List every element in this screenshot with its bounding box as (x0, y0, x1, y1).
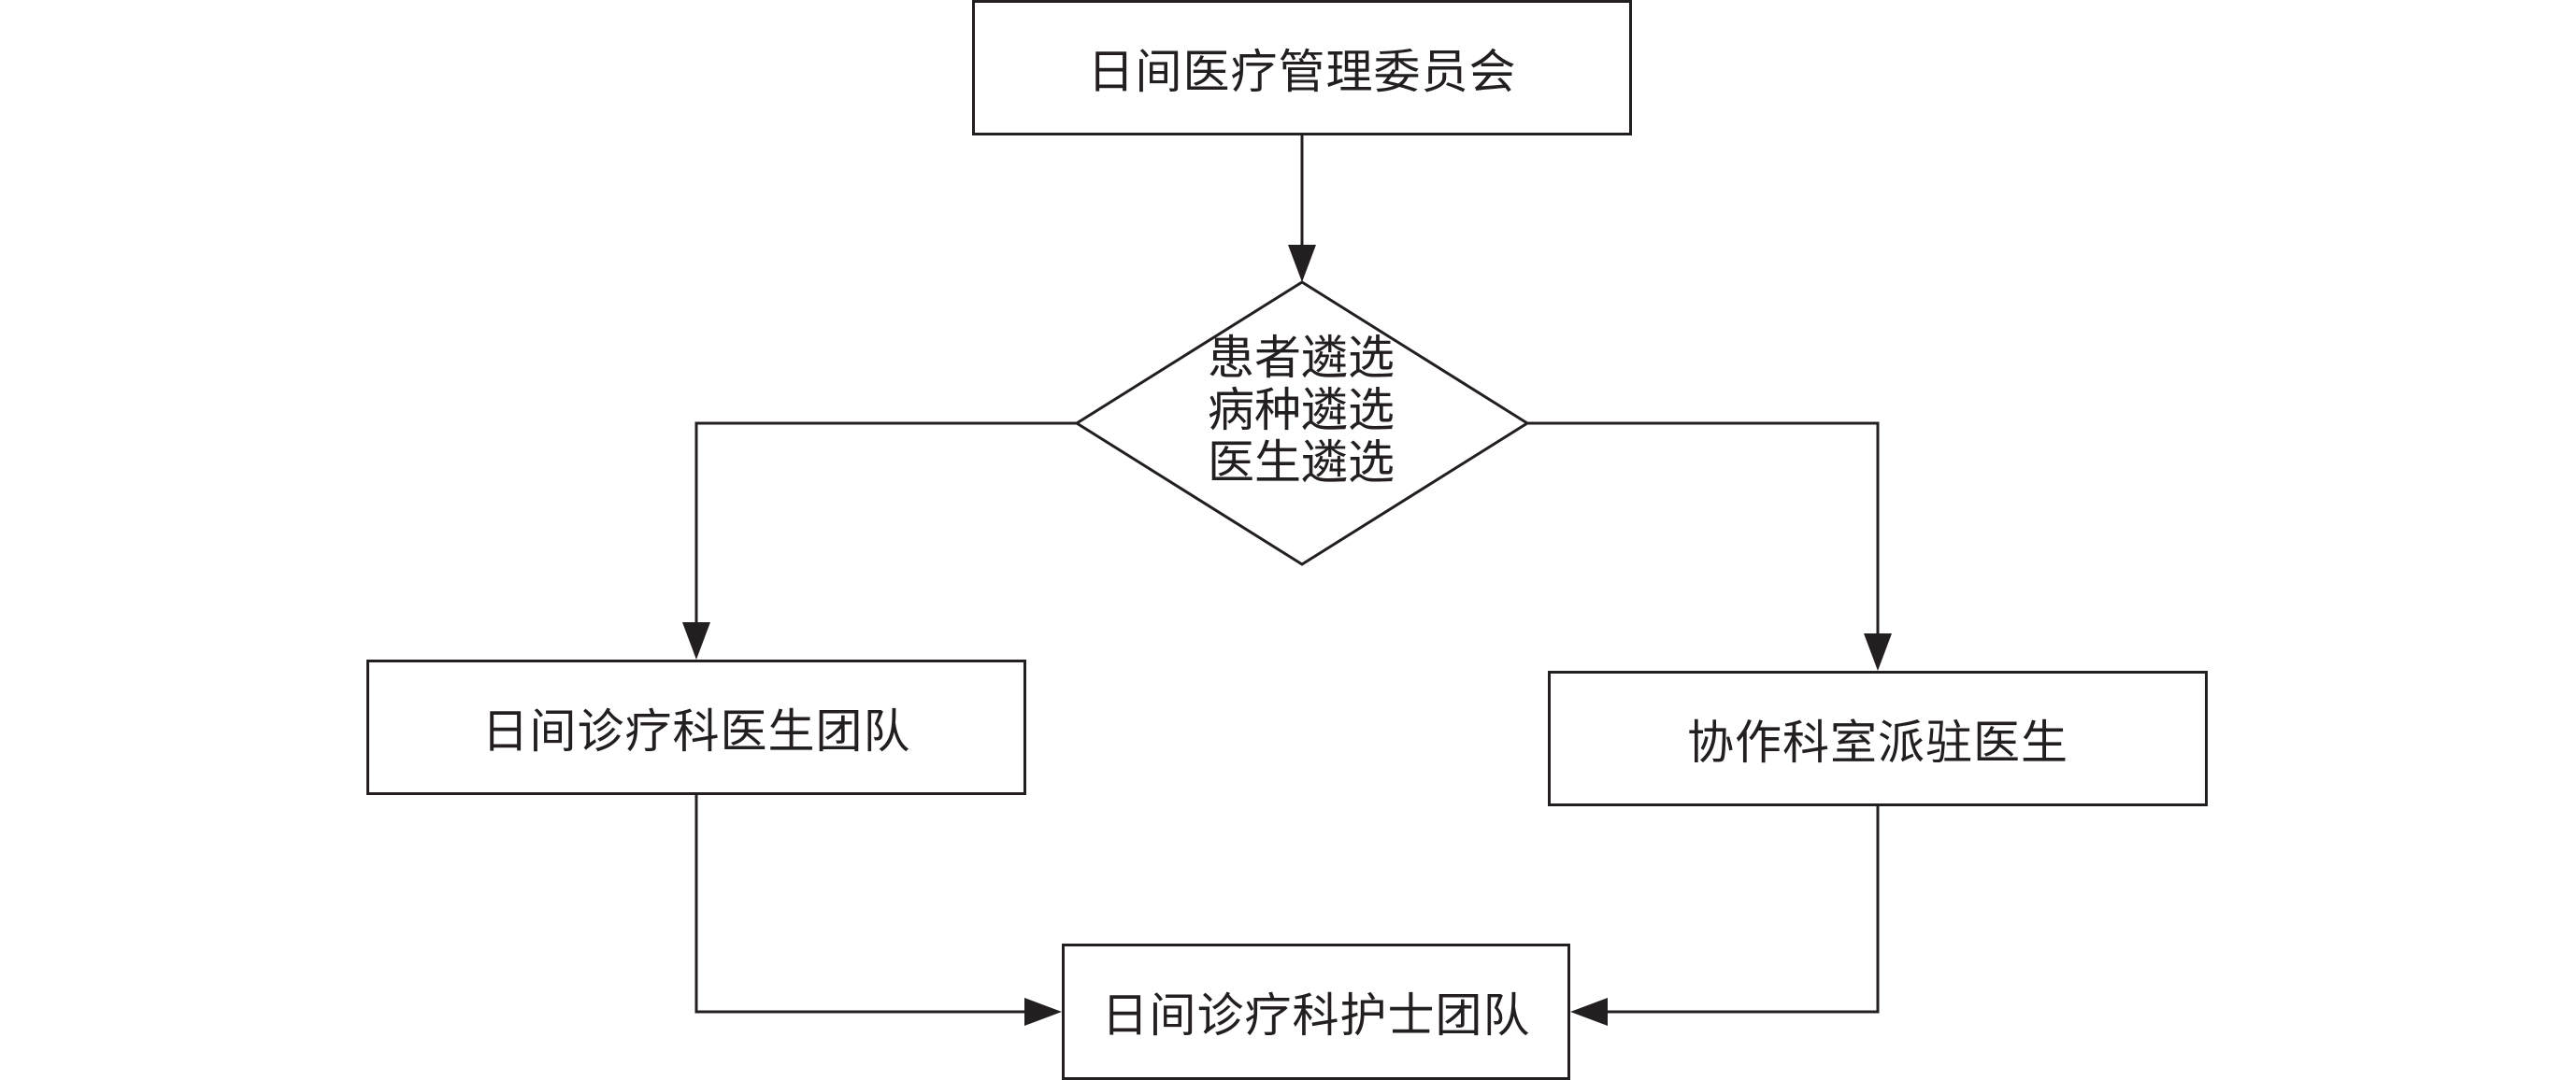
node-bottom-label: 日间诊疗科护士团队 (1101, 988, 1531, 1043)
node-top-label: 日间医疗管理委员会 (1087, 44, 1517, 99)
connector-decision-to-left (694, 421, 1077, 628)
node-day-care-doctor-team: 日间诊疗科医生团队 (366, 660, 1026, 795)
connector-decision-to-right (1527, 421, 1880, 639)
arrowhead-decision-to-left (682, 622, 710, 660)
decision-line-1: 患者遴选 (1208, 331, 1395, 385)
arrowhead-left-to-bottom (1024, 998, 1062, 1026)
node-day-care-nurse-team: 日间诊疗科护士团队 (1062, 944, 1570, 1080)
decision-label: 患者遴选 病种遴选 医生遴选 (1122, 332, 1481, 489)
connector-left-to-bottom (694, 795, 1034, 1014)
node-day-care-management-committee: 日间医疗管理委员会 (972, 0, 1632, 135)
node-collaborating-department-doctors: 协作科室派驻医生 (1548, 671, 2208, 806)
arrowhead-right-to-bottom (1570, 998, 1608, 1026)
decision-line-2: 病种遴选 (1208, 383, 1395, 437)
decision-line-3: 医生遴选 (1208, 435, 1395, 490)
arrowhead-decision-to-right (1864, 633, 1892, 671)
node-right-label: 协作科室派驻医生 (1687, 715, 2068, 770)
arrowhead-top-to-decision (1288, 245, 1316, 282)
connector-right-to-bottom (1598, 806, 1880, 1014)
node-left-label: 日间诊疗科医生团队 (481, 703, 911, 759)
decision-diamond (1074, 280, 1530, 566)
